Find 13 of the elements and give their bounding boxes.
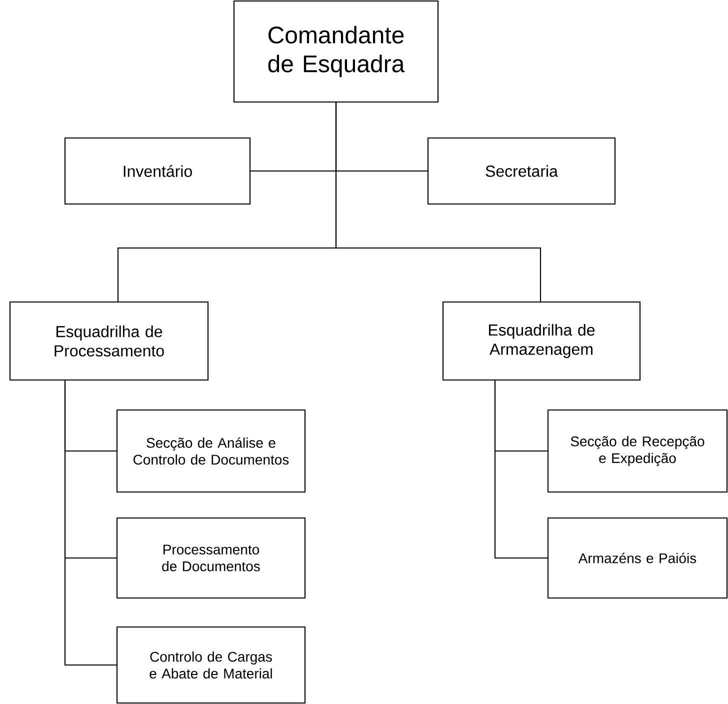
commander-box: Comandante de Esquadra xyxy=(233,0,439,103)
org-box: Secretaria xyxy=(427,137,616,205)
org-box: Armazéns e Paióis xyxy=(547,517,728,599)
org-box: Secção de Recepção e Expedição xyxy=(547,409,728,493)
org-box: Inventário xyxy=(64,137,251,205)
connector-line xyxy=(64,380,116,666)
org-box: Controlo de Cargas e Abate de Material xyxy=(116,626,306,704)
org-box: Processamento de Documentos xyxy=(116,517,306,599)
connector-line xyxy=(335,102,542,302)
org-box: Esquadrilha de Processamento xyxy=(9,301,209,381)
org-box: Esquadrilha de Armazenagem xyxy=(442,301,641,381)
org-box: Secção de Análise e Controlo de Documentos xyxy=(116,409,306,493)
connector-line xyxy=(494,380,548,559)
